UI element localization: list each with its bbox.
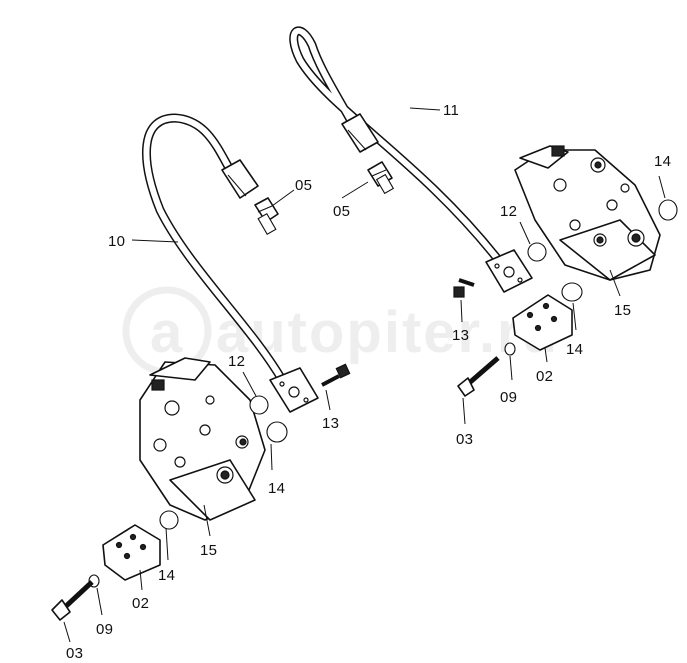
bolt-03-left [51, 580, 94, 621]
watermark-logo-glyph: a [150, 300, 184, 365]
watermark-text: autopiter.ru [216, 300, 559, 365]
label-14-right-lower: 14 [566, 341, 583, 358]
label-11: 11 [443, 102, 459, 119]
pipe-11-flange [485, 249, 533, 293]
o-ring-14-right-upper [658, 199, 678, 221]
o-ring-14-left-upper [266, 421, 288, 443]
bolt-03-right [457, 356, 500, 397]
leader-lines [63, 107, 666, 643]
fitting-05-left [254, 197, 279, 236]
label-12-right: 12 [500, 203, 517, 220]
label-12-left: 12 [228, 353, 245, 370]
pipe-11-nut [341, 113, 379, 153]
o-ring-12-left [249, 395, 269, 415]
pipe-11 [289, 26, 533, 293]
o-ring-12-right [527, 242, 547, 262]
label-13-right: 13 [452, 327, 469, 344]
label-15-left: 15 [200, 542, 217, 559]
pipe-10-flange [269, 367, 319, 413]
label-09-left: 09 [96, 621, 113, 638]
bolt-13-right [453, 278, 475, 298]
block-02-right [512, 294, 573, 351]
valve-block-left [139, 357, 266, 521]
valve-block-right [514, 145, 661, 281]
label-14-right-upper: 14 [654, 153, 671, 170]
washer-09-right [504, 342, 516, 356]
watermark: a autopiter.ru [122, 286, 559, 376]
o-ring-14-right-lower [561, 282, 583, 302]
label-02-right: 02 [536, 368, 553, 385]
label-03-right: 03 [456, 431, 473, 448]
label-05-left: 05 [295, 177, 312, 194]
pipe-10-nut [221, 159, 259, 199]
label-03-left: 03 [66, 645, 83, 662]
block-02-left [102, 524, 161, 581]
label-10: 10 [108, 233, 125, 250]
label-13-left: 13 [322, 415, 339, 432]
fitting-05-right [367, 161, 395, 195]
label-14-left-lower: 14 [158, 567, 175, 584]
o-ring-14-left-lower [159, 510, 179, 530]
label-09-right: 09 [500, 389, 517, 406]
bolt-13-left [321, 363, 351, 387]
part-labels: 10 11 05 05 12 12 13 13 14 14 14 14 15 1… [66, 102, 671, 662]
label-14-left-upper: 14 [268, 480, 285, 497]
label-02-left: 02 [132, 595, 149, 612]
label-05-right: 05 [333, 203, 350, 220]
label-15-right: 15 [614, 302, 631, 319]
pipe-10 [142, 113, 319, 413]
